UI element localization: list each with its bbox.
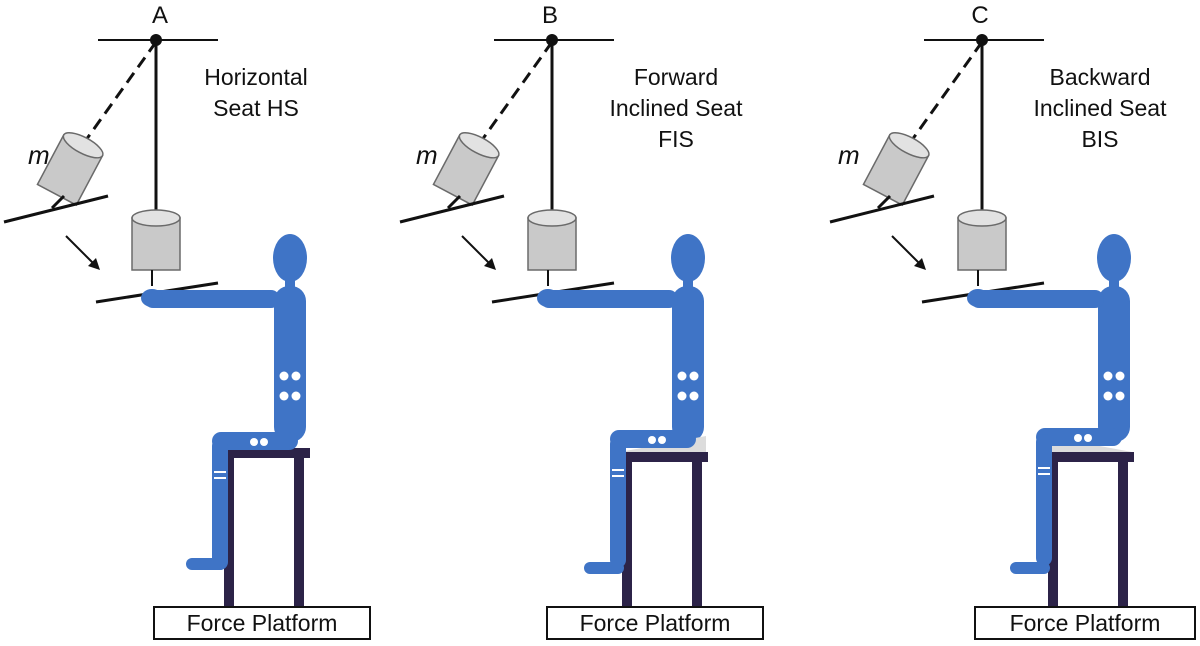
- chair-leg-back: [1118, 462, 1128, 612]
- mass-ramp-support: [876, 194, 892, 210]
- torso: [1098, 286, 1130, 442]
- mass-ramp-support: [50, 194, 66, 210]
- neck: [1109, 278, 1119, 290]
- panel-b-condition-line-1: Forward: [633, 64, 719, 90]
- shank: [212, 438, 228, 570]
- impact-arrow-head: [914, 258, 926, 270]
- torso: [274, 286, 306, 442]
- arms: [144, 290, 280, 308]
- impact-arrow-head: [88, 258, 100, 270]
- torso-marker-3: [677, 391, 687, 401]
- chair-seat: [220, 448, 310, 458]
- torso-marker-1: [279, 371, 289, 381]
- panel-c-condition-line-3: BIS: [1081, 126, 1119, 152]
- swing-path: [480, 41, 554, 141]
- chair-seat: [1044, 452, 1134, 462]
- panel-b-condition-line-3: FIS: [658, 126, 694, 152]
- thigh-marker-2: [260, 438, 268, 446]
- panel-a: A m Horizontal Seat HS Force Platform: [0, 0, 400, 646]
- mass-ramp-line: [3, 194, 109, 224]
- released-mass-top: [62, 132, 104, 159]
- chair-leg-back: [294, 458, 304, 608]
- panel-b-mass-label: m: [416, 140, 438, 170]
- panel-c-mass-label: m: [838, 140, 860, 170]
- panel-c-condition-line-1: Backward: [1049, 64, 1151, 90]
- released-mass-top: [888, 132, 930, 159]
- panel-b-condition-label: Forward Inclined Seat FIS: [576, 62, 776, 155]
- hanging-mass-top: [527, 209, 577, 227]
- panel-c-force-platform: Force Platform: [974, 606, 1196, 640]
- shank: [610, 436, 626, 568]
- thigh-marker-1: [648, 436, 656, 444]
- panel-a-condition-label: Horizontal Seat HS: [156, 62, 356, 124]
- impact-arrow-shaft: [891, 235, 923, 267]
- thigh-marker-2: [1084, 434, 1092, 442]
- torso-marker-1: [1103, 371, 1113, 381]
- mass-ramp-line: [829, 194, 935, 224]
- torso-marker-4: [1115, 391, 1125, 401]
- panel-b-letter: B: [541, 2, 558, 29]
- foot: [186, 558, 226, 570]
- hands: [537, 289, 559, 307]
- panel-c-condition-label: Backward Inclined Seat BIS: [1000, 62, 1200, 155]
- released-mass-icon: [432, 132, 500, 207]
- chair-leg-front: [1048, 462, 1058, 612]
- head-icon: [273, 234, 307, 282]
- panel-c-condition-line-2: Inclined Seat: [1033, 95, 1167, 121]
- torso-marker-2: [1115, 371, 1125, 381]
- torso: [672, 286, 704, 442]
- torso-marker-3: [279, 391, 289, 401]
- neck: [285, 278, 295, 290]
- panel-b-drawing: [399, 34, 708, 612]
- chair-leg-front: [622, 462, 632, 612]
- shank: [1036, 434, 1052, 566]
- hands: [141, 289, 163, 307]
- torso-marker-4: [291, 391, 301, 401]
- swing-path: [84, 41, 158, 141]
- hanging-mass-top: [131, 209, 181, 227]
- thigh-marker-2: [658, 436, 666, 444]
- released-mass-icon: [36, 132, 104, 207]
- panel-b: B m Forward Inclined Seat FIS Force Plat…: [399, 0, 800, 646]
- foot: [584, 562, 624, 574]
- foot: [1010, 562, 1050, 574]
- panel-c: C m Backward Inclined Seat BIS Force Pla…: [800, 0, 1200, 646]
- arms: [970, 290, 1104, 308]
- hanging-mass-top: [957, 209, 1007, 227]
- chair-leg-front: [224, 458, 234, 608]
- arms: [540, 290, 678, 308]
- thigh-marker-1: [1074, 434, 1082, 442]
- panel-a-condition-line-2: Seat HS: [213, 95, 299, 121]
- torso-marker-2: [291, 371, 301, 381]
- panel-a-condition-line-1: Horizontal: [204, 64, 308, 90]
- panel-b-condition-line-2: Inclined Seat: [609, 95, 743, 121]
- torso-marker-2: [689, 371, 699, 381]
- torso-marker-3: [1103, 391, 1113, 401]
- impact-arrow-shaft: [461, 235, 493, 267]
- torso-marker-4: [689, 391, 699, 401]
- panel-c-letter: C: [971, 2, 989, 29]
- panel-b-force-platform: Force Platform: [546, 606, 764, 640]
- mass-ramp-support: [446, 194, 462, 210]
- released-mass-icon: [862, 132, 930, 207]
- hands: [967, 289, 989, 307]
- chair-leg-back: [692, 462, 702, 612]
- torso-marker-1: [677, 371, 687, 381]
- impact-arrow-head: [484, 258, 496, 270]
- neck: [683, 278, 693, 290]
- thigh-marker-1: [250, 438, 258, 446]
- chair-seat: [618, 452, 708, 462]
- panel-a-mass-label: m: [28, 140, 50, 170]
- mass-ramp-line: [399, 194, 505, 224]
- head-icon: [1097, 234, 1131, 282]
- panel-c-drawing: [829, 34, 1134, 612]
- swing-path: [910, 41, 984, 141]
- panel-a-drawing: [3, 34, 310, 608]
- panel-a-letter: A: [151, 2, 168, 29]
- impact-arrow-shaft: [65, 235, 97, 267]
- head-icon: [671, 234, 705, 282]
- panel-a-force-platform: Force Platform: [153, 606, 371, 640]
- released-mass-top: [458, 132, 500, 159]
